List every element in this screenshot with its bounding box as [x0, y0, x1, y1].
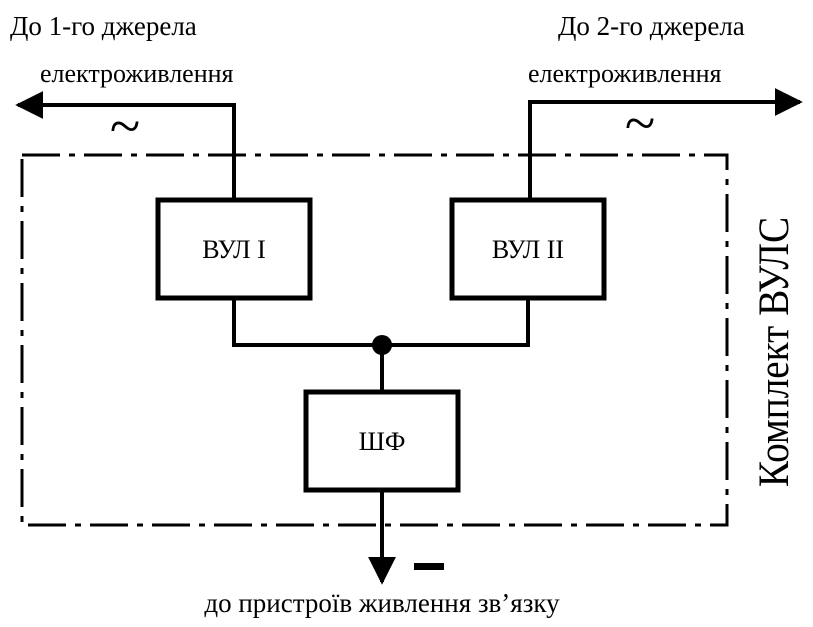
source1-label-line1: До 1-го джерела	[10, 11, 197, 41]
vul1-output-line	[232, 298, 382, 347]
ac-symbol-source2: ~	[625, 93, 655, 155]
ac-symbol-source1: ~	[110, 96, 140, 158]
shf-block	[303, 389, 461, 493]
shf-label: ШФ	[359, 427, 406, 456]
source2-line	[528, 88, 803, 200]
dc-minus-symbol	[414, 563, 444, 570]
source1-line	[15, 91, 236, 200]
vul1-label: ВУЛ І	[202, 235, 266, 264]
source1-label-line2: електроживлення	[40, 59, 234, 88]
kit-label: Комплект ВУЛС	[749, 217, 797, 487]
source2-label-line1: До 2-го джерела	[558, 11, 745, 41]
vul2-label: ВУЛ ІІ	[492, 235, 564, 264]
vul1-block	[155, 197, 313, 301]
kit-enclosure	[20, 153, 729, 527]
vul2-output-line	[382, 298, 530, 347]
output-caption: до пристроїв живлення зв’язку	[204, 588, 560, 618]
source2-label-line2: електроживлення	[528, 59, 722, 88]
